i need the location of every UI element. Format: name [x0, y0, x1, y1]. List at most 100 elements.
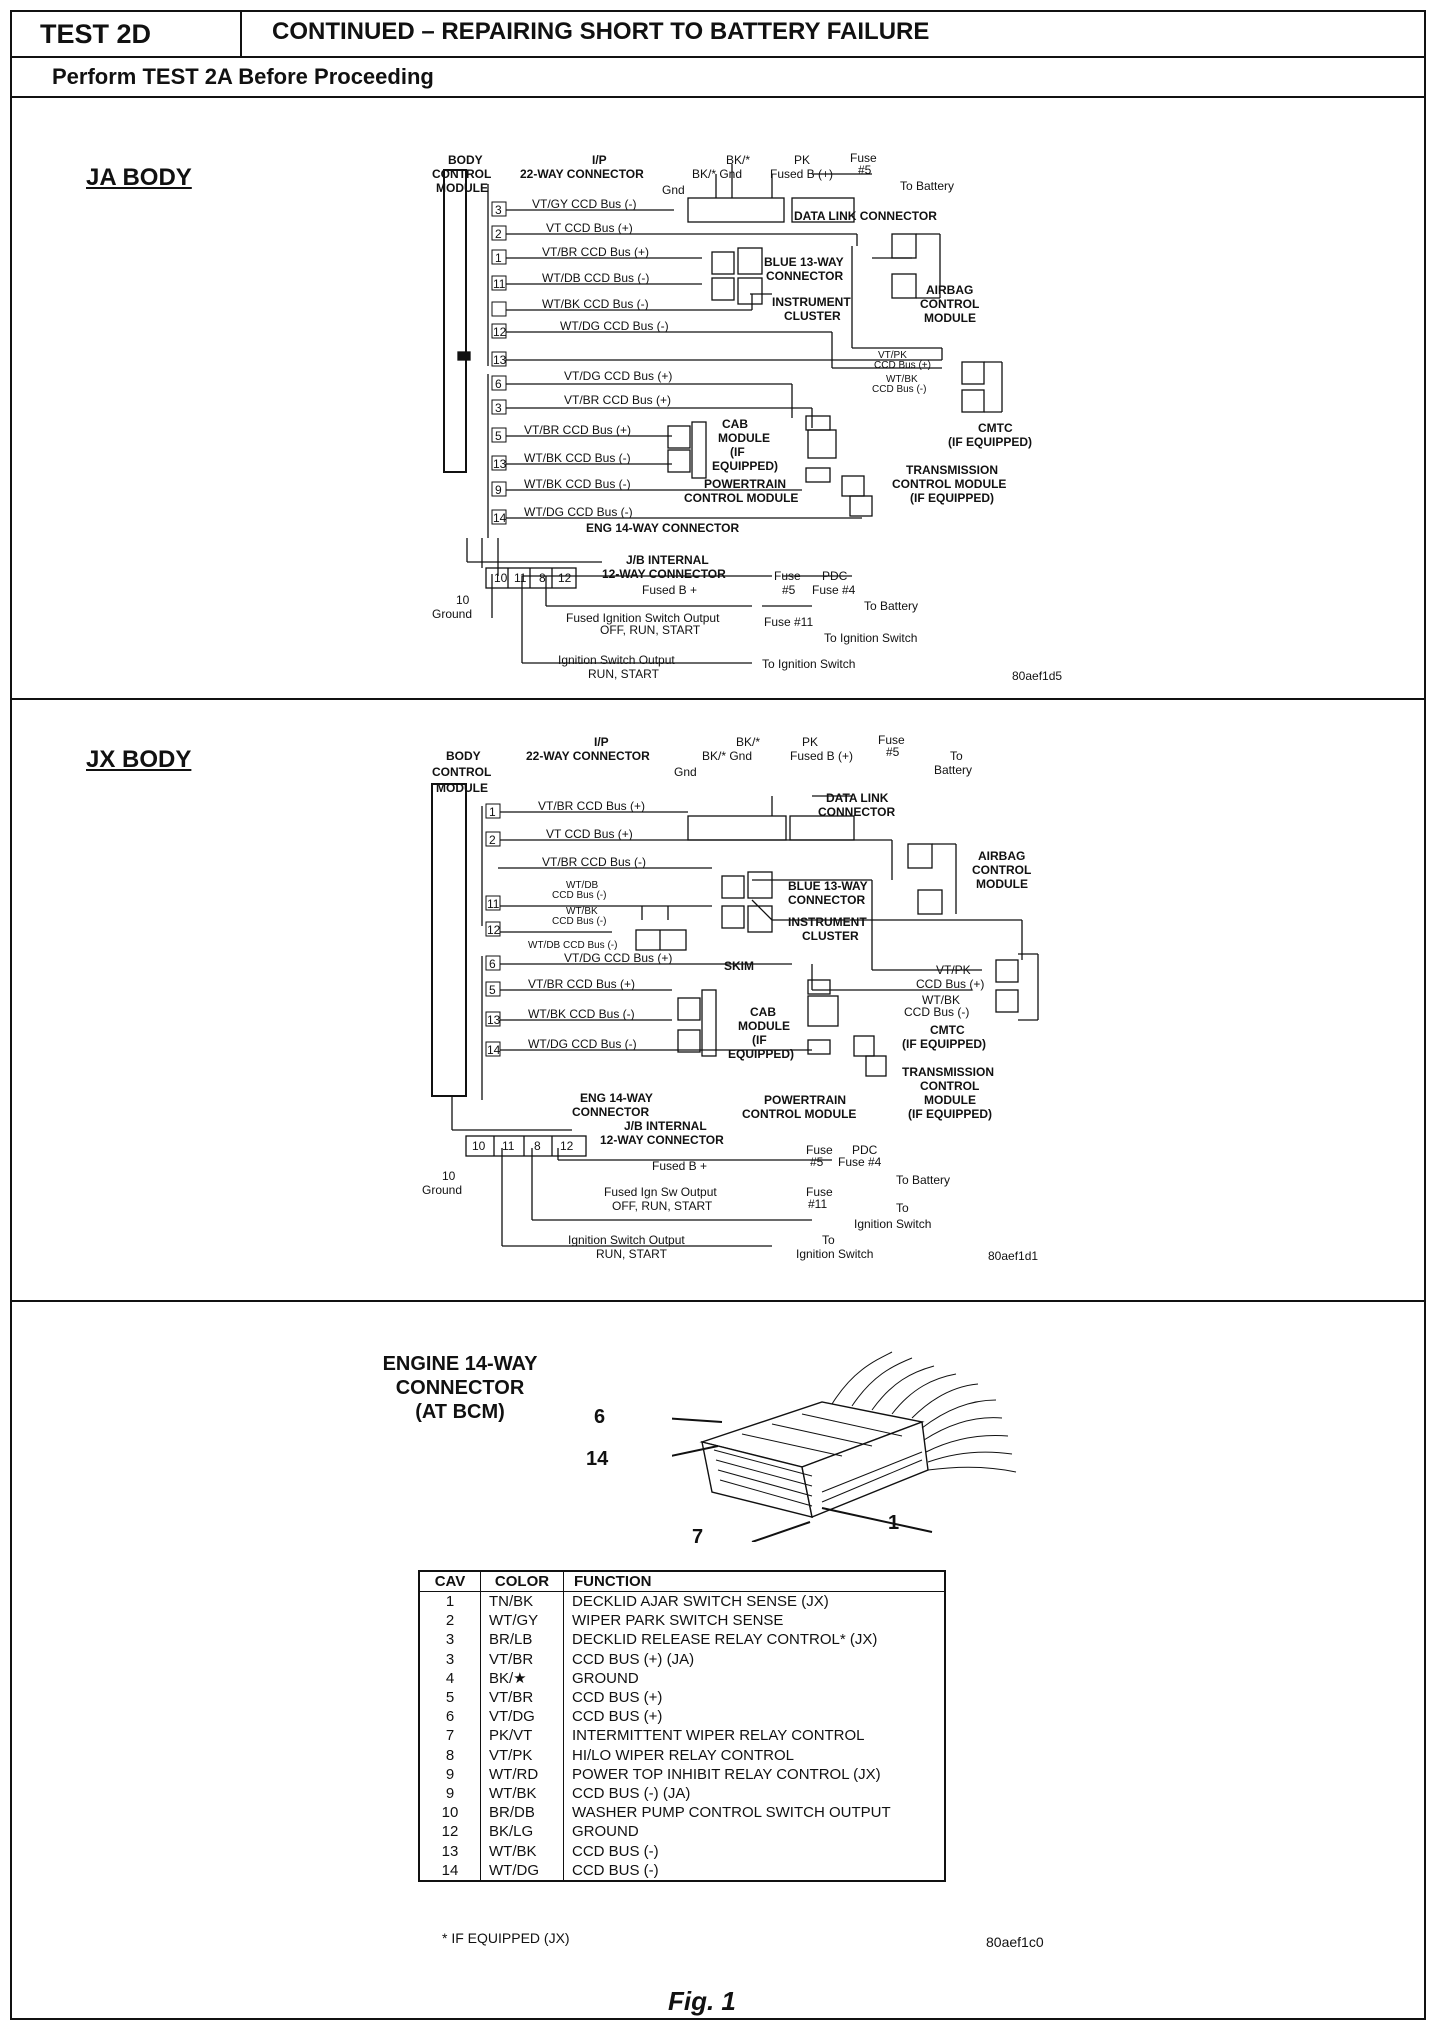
jx-dlc-top-6: Gnd — [674, 765, 697, 779]
ja-pin-ip-0: 3 — [495, 203, 502, 217]
function-cell: DECKLID RELEASE RELAY CONTROL* (JX) — [572, 1631, 878, 1649]
jx-bcm-label-1: CONTROL — [432, 765, 491, 779]
ja-cab-1: MODULE — [718, 431, 770, 445]
ja-bcm-label-2: MODULE — [436, 181, 488, 195]
cav-cell: 12 — [419, 1822, 481, 1842]
cav-cell: 10 — [419, 1803, 481, 1823]
jx-pin-eng-1: 5 — [489, 983, 496, 997]
function-cell: GROUND — [572, 1823, 639, 1841]
ja-wire-8: VT/BR CCD Bus (+) — [524, 423, 631, 437]
ja-bottom-11: RUN, START — [588, 667, 660, 681]
cav-cell: 13 — [419, 1841, 481, 1861]
jx-jb-pin-0: 10 — [472, 1139, 486, 1153]
jx-code: 80aef1d1 — [988, 1249, 1038, 1263]
page-frame: TEST 2D CONTINUED – REPAIRING SHORT TO B… — [10, 10, 1426, 2020]
ja-pin-ip-2: 1 — [495, 251, 502, 265]
jx-wire-5: WT/BK — [566, 906, 598, 917]
jx-ip-label-0: I/P — [594, 735, 609, 749]
jx-dlc-top-3: Fused B (+) — [790, 749, 853, 763]
jx-bottom-13: RUN, START — [596, 1247, 668, 1261]
jx-bottom-9: #11 — [808, 1197, 827, 1211]
jx-jb-pin-2: 8 — [534, 1139, 541, 1153]
test-id: TEST 2D — [12, 12, 242, 56]
color-cell: VT/PK — [480, 1745, 564, 1765]
jx-dlc-top-2: PK — [802, 735, 818, 749]
jx-cmtc-wire-1: CCD Bus (+) — [916, 977, 984, 991]
jx-wiring-diagram: 1 2 11 12 6 5 13 14 VT/BR CCD Bus (+) VT… — [422, 733, 1039, 1263]
function-cell: WIPER PARK SWITCH SENSE — [572, 1612, 784, 1630]
ja-ground-1: Ground — [432, 607, 472, 621]
cav-cell: 6 — [419, 1707, 481, 1727]
ja-wire-7: VT/BR CCD Bus (+) — [564, 393, 671, 407]
ja-ip-label-1: 22-WAY CONNECTOR — [520, 167, 644, 181]
ja-pin-eng-3: 13 — [493, 457, 507, 471]
ja-wire-4: WT/BK CCD Bus (-) — [542, 297, 649, 311]
ja-bcm-label-1: CONTROL — [432, 167, 491, 181]
jx-jb-1: 12-WAY CONNECTOR — [600, 1133, 724, 1147]
jx-wire-7: WT/DB CCD Bus (-) — [528, 940, 617, 951]
jx-dlc-top-8: Battery — [934, 763, 972, 777]
ja-dlc-top-6: Gnd — [662, 183, 685, 197]
ja-bottom-10: Ignition Switch Output — [558, 653, 675, 667]
function-cell: CCD BUS (-) — [572, 1842, 659, 1860]
jx-tcm-1: CONTROL — [920, 1079, 979, 1093]
ja-cluster-1: CLUSTER — [784, 309, 841, 323]
jx-cab-3: EQUIPPED) — [728, 1047, 794, 1061]
ja-cab-0: CAB — [722, 417, 748, 431]
jx-bottom-12: Ignition Switch Output — [568, 1233, 685, 1247]
cav-cell: 3 — [419, 1630, 481, 1650]
ja-pin-ip-1: 2 — [495, 227, 502, 241]
jx-ground-1: Ground — [422, 1183, 462, 1197]
ja-wiring-diagram: 3 2 1 11 12 13 6 3 5 13 9 14 VT/GY CCD B… — [432, 151, 1062, 683]
ja-pin-eng-1: 3 — [495, 401, 502, 415]
jx-bottom-4: Fuse #4 — [838, 1155, 882, 1169]
cav-cell: 2 — [419, 1611, 481, 1631]
footnote: * IF EQUIPPED (JX) — [442, 1930, 570, 1946]
ja-bottom-3: #5 — [782, 583, 796, 597]
jx-ground-0: 10 — [442, 1169, 456, 1183]
ja-tcm-1: CONTROL MODULE — [892, 477, 1006, 491]
ja-cmtc-wire-3: CCD Bus (-) — [872, 384, 926, 395]
jx-pin-ip-2: 11 — [487, 897, 500, 911]
ja-ip-label-0: I/P — [592, 153, 607, 167]
jx-wire-2: VT/BR CCD Bus (-) — [542, 855, 646, 869]
ja-cmtc-wire-1: CCD Bus (+) — [874, 360, 931, 371]
jx-bottom-3: #5 — [810, 1155, 824, 1169]
col-header-color: COLOR — [480, 1570, 564, 1592]
ja-bottom-7: OFF, RUN, START — [600, 623, 701, 637]
jx-cmtc-wire-3: CCD Bus (-) — [904, 1005, 969, 1019]
ja-jb-0: J/B INTERNAL — [626, 553, 709, 567]
ja-airbag-0: AIRBAG — [926, 283, 973, 297]
jx-wire-3: WT/DB — [566, 880, 599, 891]
ja-dlc-top-5: #5 — [858, 163, 872, 177]
ja-bottom-4: Fuse #4 — [812, 583, 856, 597]
jx-cab-2: (IF — [752, 1033, 767, 1047]
ja-bottom-8: Fuse #11 — [764, 615, 813, 629]
cav-cell: 3 — [419, 1649, 481, 1669]
color-cell: VT/BR — [480, 1649, 564, 1669]
ja-airbag-2: MODULE — [924, 311, 976, 325]
pinout-header-row: CAV COLOR FUNCTION — [418, 1570, 946, 1592]
jx-pin-eng-3: 14 — [487, 1043, 501, 1057]
function-cell: DECKLID AJAR SWITCH SENSE (JX) — [572, 1593, 829, 1610]
ja-wire-0: VT/GY CCD Bus (-) — [532, 197, 636, 211]
color-cell: TN/BK — [480, 1591, 564, 1612]
jx-pin-eng-2: 13 — [487, 1013, 501, 1027]
color-cell: VT/BR — [480, 1688, 564, 1708]
ja-blue-conn-0: BLUE 13-WAY — [764, 255, 844, 269]
function-cell: WASHER PUMP CONTROL SWITCH OUTPUT — [572, 1804, 891, 1822]
jx-body-section: JX BODY — [12, 700, 1424, 1302]
ja-pin-ip-5: 13 — [493, 353, 507, 367]
cav-cell: 8 — [419, 1745, 481, 1765]
jx-bottom-1: PDC — [852, 1143, 878, 1157]
ja-wire-9: WT/BK CCD Bus (-) — [524, 451, 631, 465]
cav-cell: 7 — [419, 1726, 481, 1746]
ja-cmtc-wire-2: WT/BK — [886, 374, 918, 385]
connector-title-line-0: ENGINE 14-WAY — [382, 1353, 538, 1375]
ja-cluster-0: INSTRUMENT — [772, 295, 851, 309]
ja-tcm-2: (IF EQUIPPED) — [910, 491, 994, 505]
